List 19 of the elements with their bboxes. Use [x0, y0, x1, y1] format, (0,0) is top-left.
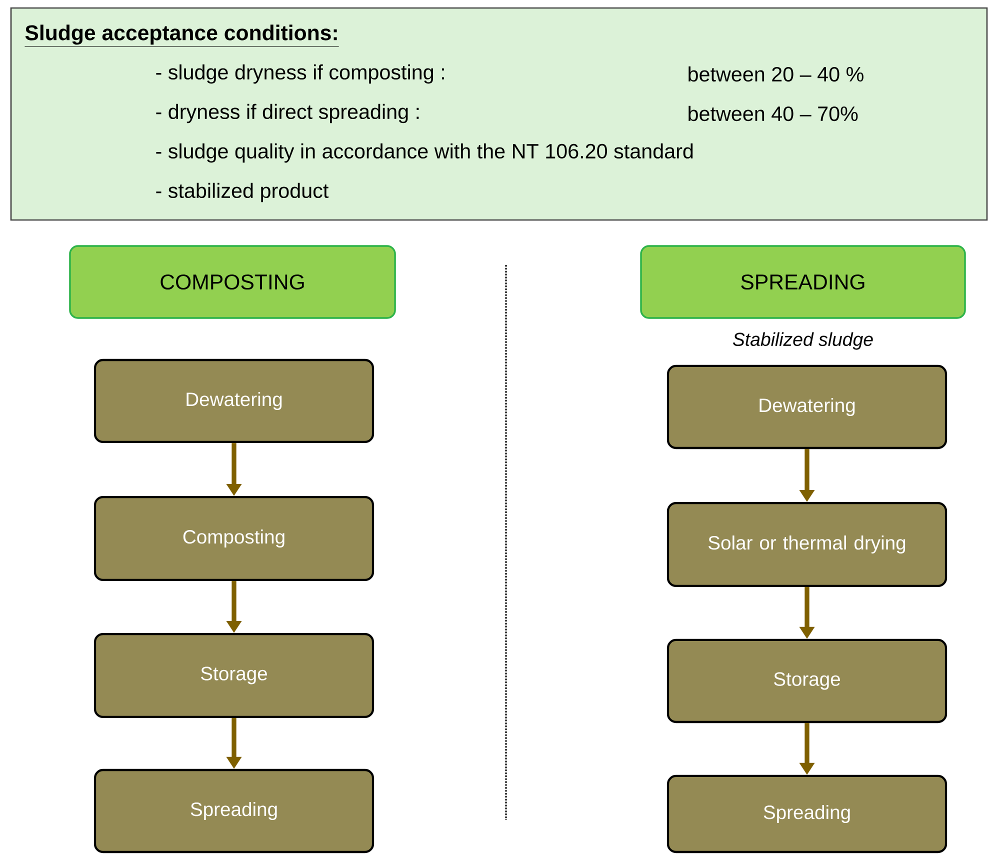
process-box: Dewatering — [94, 358, 374, 444]
process-box: Spreading — [94, 768, 374, 854]
condition-text: between 20 – 40 % — [688, 66, 864, 82]
process-box: Storage — [666, 638, 948, 724]
process-box: Dewatering — [666, 364, 948, 450]
condition-text: between 40 – 70% — [688, 106, 858, 122]
condition-text: - sludge quality in accordance with the NT 106.20 standard — [156, 143, 693, 163]
process-box: Storage — [94, 632, 374, 718]
heading: Sludge acceptance conditions: — [24, 24, 340, 47]
note-text: Stabilized sludge — [732, 332, 873, 350]
category-box: SPREADING — [640, 245, 966, 319]
conditions-box — [10, 7, 988, 221]
category-box: COMPOSTING — [69, 245, 396, 319]
condition-text: - sludge dryness if composting : — [156, 64, 444, 84]
condition-text: - stabilized product — [156, 182, 329, 202]
process-box: Spreading — [666, 774, 948, 854]
process-box: Composting — [94, 496, 374, 582]
process-box: Solar or thermal drying — [666, 502, 948, 588]
condition-text: - dryness if direct spreading : — [156, 104, 419, 124]
